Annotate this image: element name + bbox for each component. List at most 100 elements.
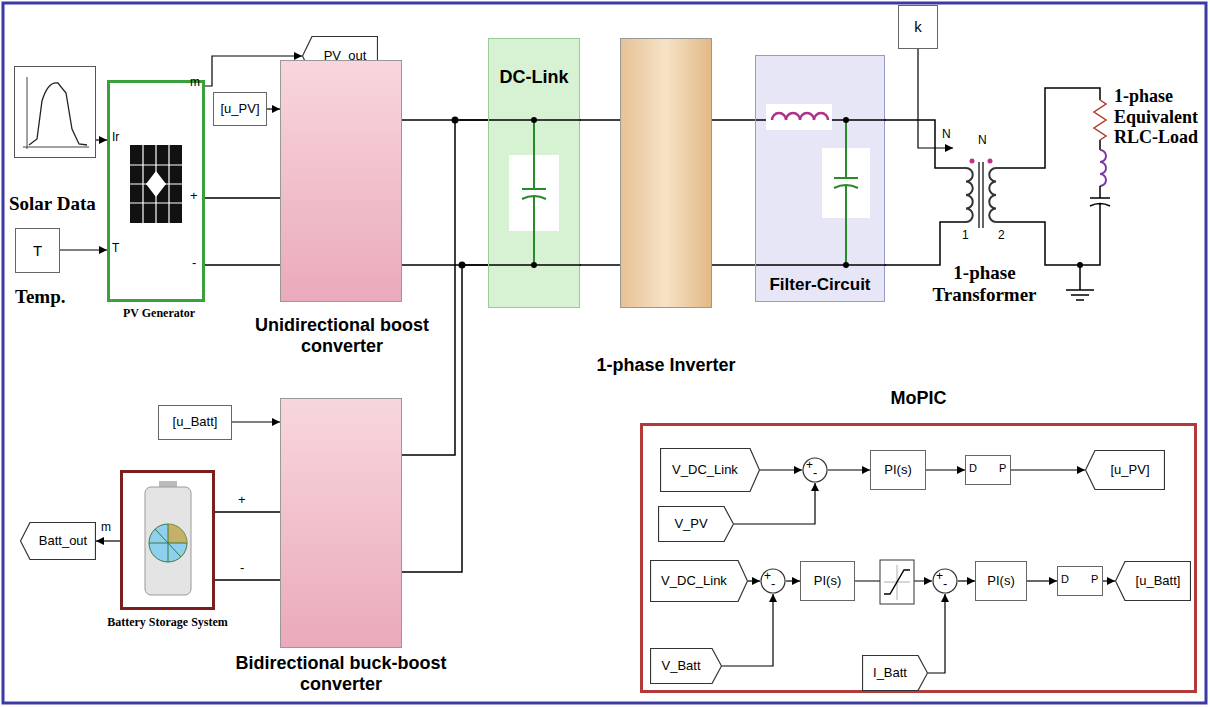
from-tag: V_PV <box>658 506 734 542</box>
block-icon <box>756 56 886 303</box>
signal-arrow <box>96 540 120 541</box>
block-label: T <box>33 242 42 259</box>
signal-arrow <box>786 580 800 581</box>
block-heading: MoPIC <box>643 388 1194 409</box>
pi-controller: PI(s) <box>800 561 855 601</box>
port-label: 1 <box>962 229 969 243</box>
text-holder: [u_Batt] <box>159 406 231 439</box>
block-label: I_Batt <box>873 666 907 681</box>
from-tag: V_DC_Link <box>660 448 760 492</box>
wire <box>885 222 966 265</box>
power-wire <box>580 119 620 121</box>
power-wire <box>402 120 488 455</box>
text-holder: PI(s) <box>976 562 1026 600</box>
block-label: k <box>914 18 922 35</box>
signal-arrow <box>926 469 965 470</box>
signal-arrow <box>958 580 975 581</box>
controller-frame: MoPICV_DC_Link+-V_PVPI(s)DP[u_PV]V_DC_Li… <box>640 423 1197 693</box>
block-label: PI(s) <box>884 463 911 478</box>
power-wire <box>215 511 280 513</box>
dc-link-block: DC-Link <box>488 38 580 308</box>
source-block: Solar Data <box>14 66 96 158</box>
text-holder: [u_Batt] <box>1115 561 1191 601</box>
sum-block: +- <box>760 568 786 594</box>
signal-arrow <box>722 594 773 666</box>
from-tag: [u_PV] <box>213 92 267 126</box>
port-label: N <box>942 128 951 142</box>
text-holder: k <box>899 6 937 48</box>
block-icon <box>15 67 97 159</box>
constant-block: k <box>898 5 938 49</box>
text-holder: V_DC_Link <box>650 560 748 602</box>
block-heading: 1-phase Inverter <box>566 355 766 376</box>
pwm-block: DP <box>1057 566 1103 596</box>
text-holder: PI(s) <box>871 451 925 489</box>
block-label: V_DC_Link <box>672 463 738 478</box>
port-label: + <box>238 493 246 508</box>
block-heading: P <box>999 462 1006 475</box>
goto-tag: [u_Batt] <box>1115 561 1191 601</box>
power-wire <box>402 265 488 572</box>
block-label: Batt_out <box>39 534 87 549</box>
block-label: PI(s) <box>987 574 1014 589</box>
signal-arrow <box>828 469 870 470</box>
block-label: [u_Batt] <box>1136 574 1181 589</box>
ground-symbol <box>1066 262 1094 300</box>
text-holder: [u_PV] <box>1085 450 1165 490</box>
block-label: PI(s) <box>814 574 841 589</box>
signal-arrow <box>1011 469 1085 470</box>
port-label: Ir <box>112 131 119 145</box>
port-label: m <box>101 521 111 535</box>
signal-arrow <box>96 139 107 140</box>
block-icon <box>123 473 218 613</box>
power-wire <box>712 119 755 121</box>
port-label: T <box>112 242 119 256</box>
transformer-symbol <box>966 159 996 229</box>
sum-block: +- <box>802 457 828 483</box>
block-label: [u_Batt] <box>173 415 218 430</box>
block-heading: + <box>806 459 813 473</box>
signal-arrow <box>232 421 280 422</box>
block-heading: Temp. <box>15 286 95 308</box>
port-label: N <box>978 134 987 148</box>
port-label: + <box>190 189 198 204</box>
pwm-block: DP <box>965 455 1011 485</box>
block-label: DC-Link <box>489 67 579 88</box>
component-caption: 1-phase Transformer <box>932 262 1037 306</box>
block-label: V_PV <box>674 517 707 532</box>
power-wire <box>712 264 755 266</box>
block-heading: - <box>943 577 947 592</box>
block-heading: Solar Data <box>9 193 119 215</box>
block-label: [u_PV] <box>220 102 259 117</box>
outer-frame <box>3 3 1206 703</box>
port-label: 2 <box>998 229 1005 243</box>
signal-arrow <box>748 580 760 581</box>
signal-arrow <box>928 594 945 673</box>
port-label: - <box>240 561 244 576</box>
goto-tag: [u_PV] <box>1085 450 1165 490</box>
text-holder: [u_PV] <box>214 93 266 125</box>
from-tag: V_DC_Link <box>650 560 748 602</box>
block-heading: D <box>1061 573 1069 586</box>
block-heading: + <box>936 570 943 584</box>
power-wire <box>580 264 620 266</box>
converter-block: Bidirectional buck-boost converter <box>280 398 402 648</box>
component-caption: 1-phase Equivalent RLC-Load <box>1114 86 1206 148</box>
battery-block: Battery Storage System <box>120 470 215 610</box>
block-heading: + <box>764 570 771 584</box>
constant-block: TTemp. <box>15 228 60 273</box>
block-heading: D <box>969 462 977 475</box>
power-wire <box>215 579 280 581</box>
signal-line <box>918 49 953 148</box>
text-holder: PI(s) <box>801 562 854 600</box>
goto-tag: Batt_out <box>20 522 96 560</box>
block-label: V_Batt <box>661 659 700 674</box>
block-heading: - <box>771 577 775 592</box>
block-heading: P <box>1091 573 1098 586</box>
converter-block: Unidirectional boost converter <box>280 60 402 302</box>
rlc-load-symbol <box>996 88 1110 265</box>
signal-arrow <box>60 249 107 250</box>
pi-controller: PI(s) <box>975 561 1027 601</box>
block-heading: Filter-Circuit <box>756 275 884 295</box>
